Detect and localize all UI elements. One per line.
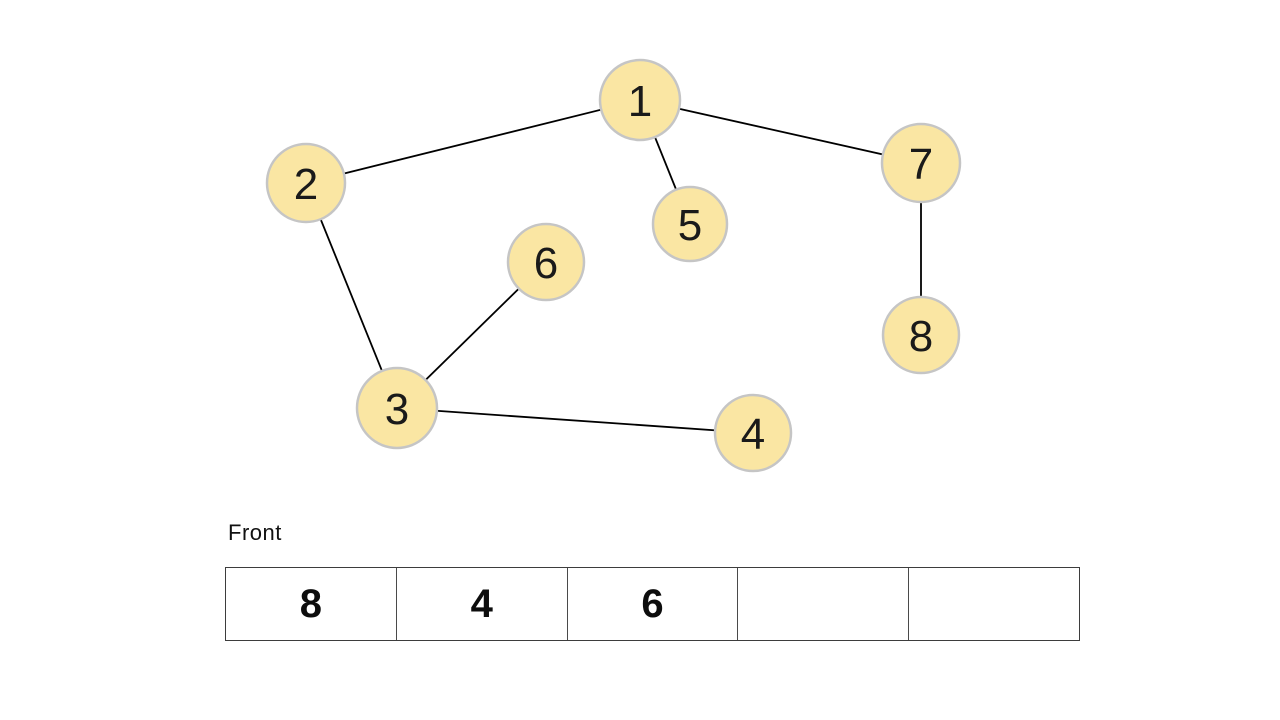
node-circle-8 [881, 295, 961, 375]
node-circle-7 [880, 122, 962, 204]
node-label-6: 6 [534, 239, 558, 288]
queue-front-label: Front [228, 520, 282, 545]
queue-cell-2: 6 [566, 568, 738, 640]
node-circle-5 [651, 185, 729, 263]
graph-node-6: 6 [506, 222, 586, 302]
graph-node-3: 3 [355, 366, 439, 450]
queue-cell-0: 8 [299, 581, 323, 626]
graph-node-2: 2 [265, 142, 347, 224]
node-circle-6 [506, 222, 586, 302]
node-circle-2 [265, 142, 347, 224]
graph-node-8: 8 [881, 295, 961, 375]
queue-cell-1: 4 [395, 568, 567, 640]
node-label-1: 1 [628, 77, 652, 126]
graph-node-4: 4 [713, 393, 793, 473]
node-circle-3 [355, 366, 439, 450]
queue-table: 8 4 6 [225, 567, 1080, 641]
node-label-2: 2 [294, 160, 318, 209]
node-label-4: 4 [741, 410, 765, 459]
node-label-7: 7 [909, 140, 933, 189]
node-circle-1 [598, 58, 682, 142]
node-label-8: 8 [909, 312, 933, 361]
node-label-5: 5 [678, 201, 702, 250]
graph-node-1: 1 [598, 58, 682, 142]
edge-1-2 [305, 99, 641, 184]
queue-cell-3 [737, 568, 908, 640]
edge-1-7 [639, 99, 922, 164]
node-circle-4 [713, 393, 793, 473]
node-label-3: 3 [385, 385, 409, 434]
graph-node-5: 5 [651, 185, 729, 263]
queue-cell-4 [908, 568, 1079, 640]
edge-3-4 [396, 407, 754, 434]
graph-node-7: 7 [880, 122, 962, 204]
graph-diagram: 1 2 7 5 6 8 3 4 [265, 58, 962, 473]
